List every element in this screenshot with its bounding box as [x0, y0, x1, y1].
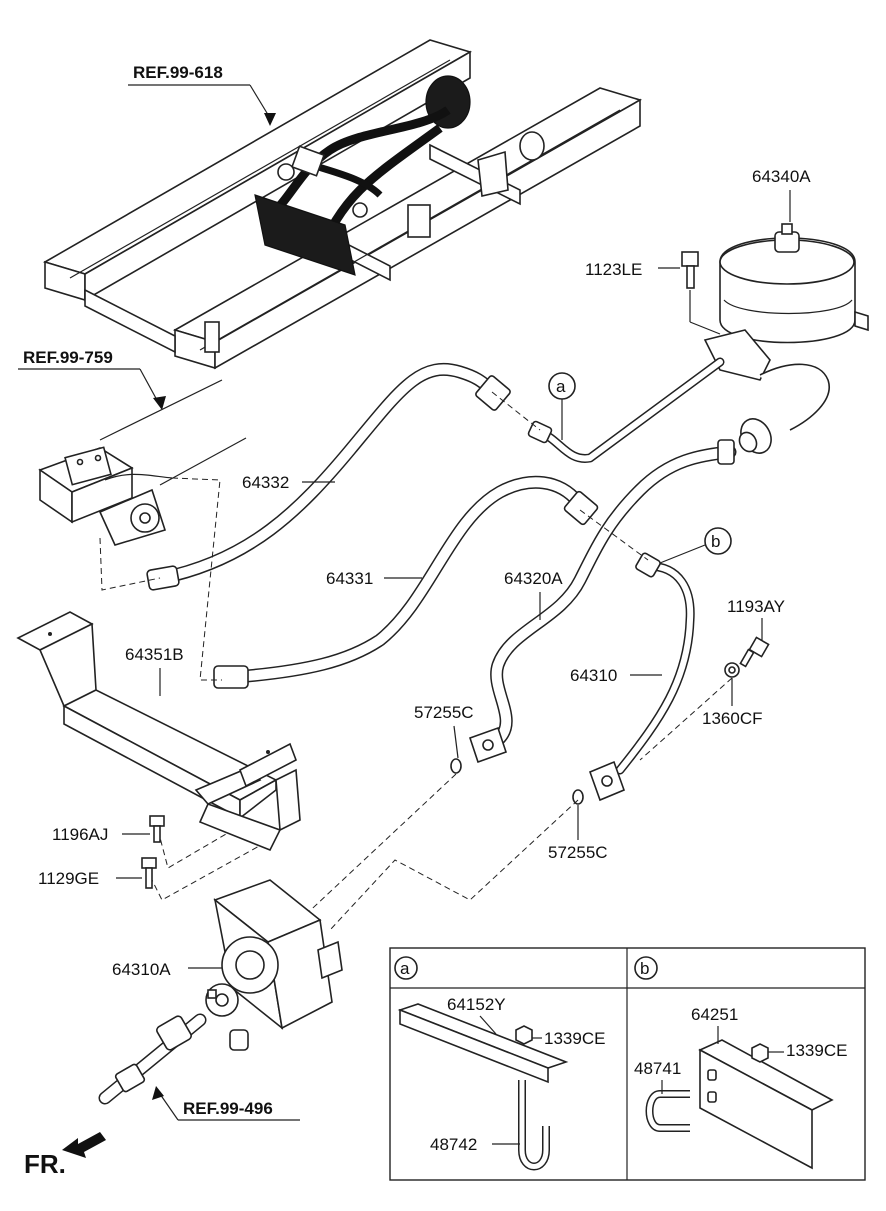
oring-57255C-a — [450, 758, 462, 774]
ref-99-759-label: REF.99-759 — [23, 348, 113, 367]
chassis-frame — [42, 39, 643, 370]
reservoir-tank — [703, 223, 869, 454]
part-64332-label: 64332 — [242, 473, 289, 492]
detail-b-header: b — [640, 959, 649, 978]
bolt-1123LE — [681, 251, 699, 289]
pipe-64310 — [588, 552, 695, 802]
hose-64320A — [468, 439, 737, 764]
detail-b-nut — [751, 1043, 769, 1063]
detail-b-1339CE-label: 1339CE — [786, 1041, 847, 1060]
detail-a-u-bolt — [518, 1080, 550, 1171]
oring-57255C-b — [572, 789, 584, 805]
part-64320A-label: 64320A — [504, 569, 563, 588]
front-direction-arrow-icon — [62, 1132, 106, 1158]
part-1129GE-label: 1129GE — [38, 869, 99, 888]
part-1123LE-label: 1123LE — [585, 260, 642, 279]
bracket-64351B — [16, 611, 301, 852]
pipe-return-a — [527, 357, 725, 463]
ref-99-496-label: REF.99-496 — [183, 1099, 273, 1118]
hose-64332 — [146, 362, 511, 591]
detail-b-64251-label: 64251 — [691, 1005, 738, 1024]
detail-a-circle — [394, 956, 418, 980]
part-57255C-b-label: 57255C — [548, 843, 608, 862]
detail-a-nut — [515, 1025, 533, 1045]
drive-shaft — [98, 1013, 207, 1105]
callout-a-label: a — [556, 377, 566, 396]
part-1196AJ-label: 1196AJ — [52, 825, 108, 844]
ref-99-618-label: REF.99-618 — [133, 63, 223, 82]
bolt-1196AJ — [149, 815, 165, 843]
bolt-1193AY — [739, 636, 770, 668]
part-57255C-a-label: 57255C — [414, 703, 474, 722]
detail-b-48741-label: 48741 — [634, 1059, 681, 1078]
callout-b-label: b — [711, 532, 720, 551]
detail-a-64152Y-label: 64152Y — [447, 995, 506, 1014]
power-steering-pump — [205, 879, 343, 1051]
detail-a-header: a — [400, 959, 410, 978]
detail-b-bracket — [698, 1039, 834, 1170]
part-64340A-label: 64340A — [752, 167, 811, 186]
hose-64331 — [213, 475, 599, 689]
part-1193AY-label: 1193AY — [727, 597, 785, 616]
bolt-1129GE — [141, 857, 157, 889]
front-direction-label: FR. — [24, 1149, 66, 1179]
callout-b-circle — [704, 527, 732, 555]
part-64351B-label: 64351B — [125, 645, 184, 664]
detail-b-u-bolt — [645, 1090, 690, 1132]
detail-a-48742-label: 48742 — [430, 1135, 477, 1154]
part-1360CF-label: 1360CF — [702, 709, 762, 728]
part-64331-label: 64331 — [326, 569, 373, 588]
detail-a-bracket — [397, 1003, 569, 1084]
part-64310-label: 64310 — [570, 666, 617, 685]
steering-gear-valve — [38, 379, 247, 546]
detail-b-circle — [634, 956, 658, 980]
part-64310A-label: 64310A — [112, 960, 171, 979]
detail-a-1339CE-label: 1339CE — [544, 1029, 605, 1048]
